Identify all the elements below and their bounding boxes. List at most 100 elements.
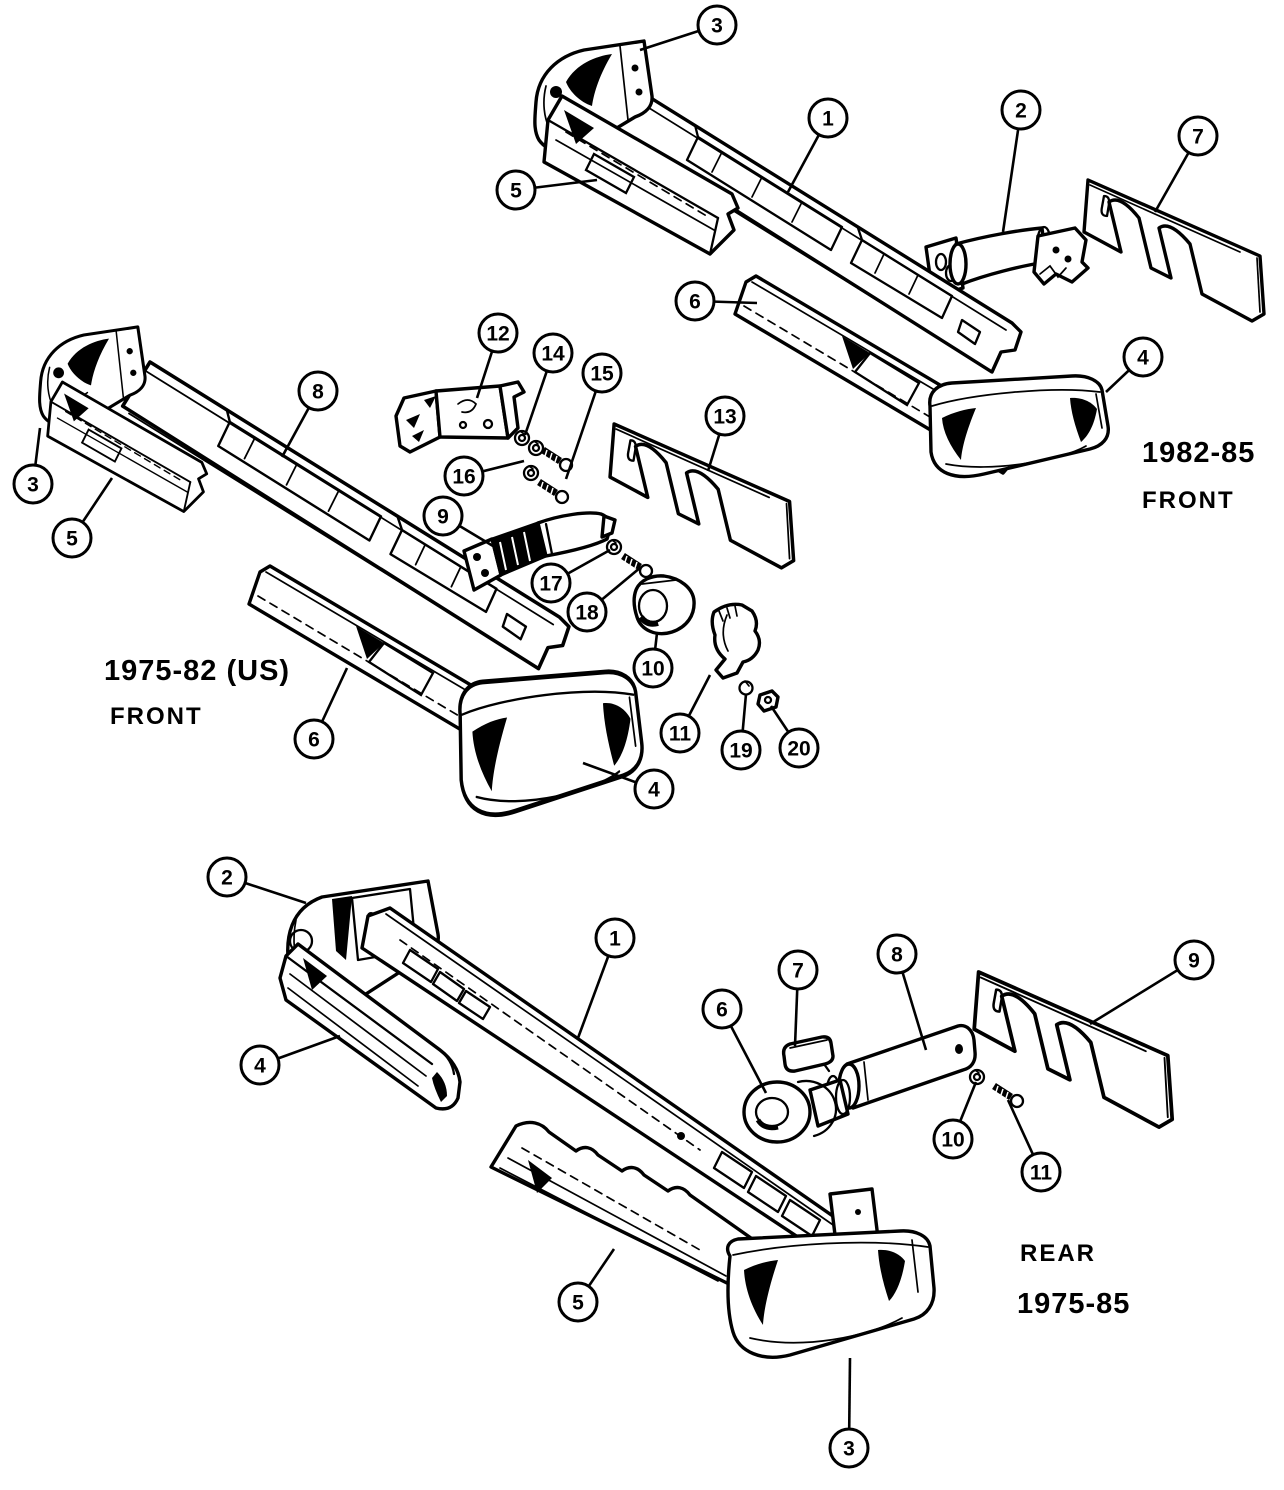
label-front-1982-85-sub: FRONT — [1142, 487, 1235, 514]
callout-number: 8 — [312, 381, 324, 404]
callout-bubble — [206, 856, 248, 898]
callout-bubble — [477, 312, 519, 354]
callout-bubble — [239, 1044, 281, 1086]
callout-front-1975-82-13: 13 — [704, 395, 746, 472]
callout-number: 5 — [572, 1292, 584, 1315]
callout-number: 6 — [308, 729, 320, 752]
part-bumper-guard — [278, 942, 462, 1111]
part-shock-tube — [837, 1023, 977, 1110]
callout-front-1975-82-15: 15 — [564, 352, 623, 480]
part-splash-shield — [1082, 178, 1266, 323]
callout-number: 5 — [66, 528, 78, 551]
callout-number: 14 — [541, 343, 565, 366]
part-clamp-bracket — [710, 602, 762, 680]
callout-rear-1975-85-7: 7 — [777, 949, 819, 1047]
callout-bubble — [932, 1118, 974, 1160]
callout-rear-1975-85-4: 4 — [239, 1034, 341, 1086]
callout-bubble — [1177, 115, 1219, 157]
callout-rear-1975-85-5: 5 — [557, 1248, 616, 1323]
part-splash-shield — [608, 422, 796, 570]
callout-bubble — [704, 395, 746, 437]
part-nut — [756, 689, 780, 713]
leader-line — [1001, 109, 1023, 233]
callout-bubble — [778, 727, 820, 769]
callout-number: 9 — [1188, 950, 1200, 973]
callout-number: 7 — [1192, 126, 1204, 149]
callout-number: 11 — [1030, 1162, 1053, 1185]
callout-front-1975-82-11: 11 — [659, 674, 712, 754]
part-splash-shield — [972, 970, 1175, 1129]
label-front-1975-82-year: 1975-82 (US) — [104, 655, 290, 687]
part-end-cap-right — [460, 672, 642, 815]
callout-number: 16 — [452, 466, 475, 489]
callout-bubble — [443, 455, 485, 497]
callout-number: 1 — [822, 108, 834, 131]
callout-front-1975-82-10: 10 — [632, 632, 674, 689]
callout-front-1975-82-12: 12 — [475, 312, 519, 399]
callout-bubble — [495, 169, 537, 211]
callout-number: 2 — [221, 867, 233, 890]
label-front-1982-85-year: 1982-85 — [1142, 437, 1255, 469]
callout-number: 3 — [843, 1438, 855, 1461]
part-bezel — [632, 574, 696, 636]
label-rear-1975-85-sub: REAR — [1020, 1240, 1096, 1267]
callout-rear-1975-85-2: 2 — [206, 856, 307, 905]
callout-bubble — [1173, 939, 1215, 981]
callout-rear-1975-85-3: 3 — [828, 1357, 870, 1469]
callout-number: 10 — [941, 1129, 964, 1152]
callout-front-1982-85-3: 3 — [639, 4, 738, 52]
callout-bubble — [581, 352, 623, 394]
callout-front-1975-82-9: 9 — [422, 495, 494, 548]
callout-number: 7 — [792, 960, 804, 983]
callout-number: 3 — [711, 15, 723, 38]
callout-number: 3 — [27, 474, 39, 497]
part-bolt — [623, 556, 652, 577]
assembly-callouts: 3 1 2 7 5 6 4 — [495, 4, 1219, 393]
assembly-labels: 1975-82 (US)FRONT — [104, 655, 290, 730]
label-rear-1975-85-year: 1975-85 — [1017, 1288, 1130, 1320]
callout-bubble — [807, 97, 849, 139]
assembly-front-1975-82: 1975-82 (US)FRONT 3581214151691317181011… — [12, 312, 820, 815]
callout-rear-1975-85-9: 9 — [1089, 939, 1215, 1026]
callout-bubble — [828, 1427, 870, 1469]
callout-front-1982-85-5: 5 — [495, 169, 598, 211]
part-shock-absorber — [462, 511, 617, 592]
callout-bubble — [1122, 336, 1164, 378]
part-mount-cushion — [742, 1078, 852, 1144]
callout-bubble — [422, 495, 464, 537]
callout-bubble — [674, 280, 716, 322]
callout-front-1975-82-14: 14 — [523, 332, 574, 436]
part-mount-bracket — [924, 225, 1090, 299]
callout-number: 18 — [575, 602, 599, 625]
callout-front-1975-82-8: 8 — [280, 370, 339, 458]
callout-number: 8 — [891, 944, 903, 967]
callout-front-1975-82-4: 4 — [582, 761, 675, 810]
callout-bubble — [720, 729, 762, 771]
callout-front-1975-82-6: 6 — [293, 667, 349, 760]
callout-number: 10 — [641, 658, 664, 681]
callout-bubble — [293, 718, 335, 760]
callout-front-1982-85-6: 6 — [674, 280, 758, 322]
callout-bubble — [297, 370, 339, 412]
callout-rear-1975-85-10: 10 — [932, 1081, 978, 1160]
callout-front-1982-85-2: 2 — [1000, 89, 1042, 233]
callout-bubble — [530, 562, 572, 604]
callout-front-1975-82-5: 5 — [51, 477, 114, 559]
callout-bubble — [566, 591, 608, 633]
callout-number: 4 — [1137, 347, 1149, 370]
part-end-cap-right — [928, 374, 1111, 479]
part-fastener-cluster — [513, 429, 572, 503]
callout-front-1975-82-19: 19 — [720, 693, 762, 771]
callout-bubble — [594, 917, 636, 959]
part-retainer-clip — [738, 679, 754, 696]
callout-bubble — [633, 768, 675, 810]
part-washer — [968, 1068, 986, 1086]
callout-bubble — [876, 933, 918, 975]
callout-bubble — [659, 712, 701, 754]
